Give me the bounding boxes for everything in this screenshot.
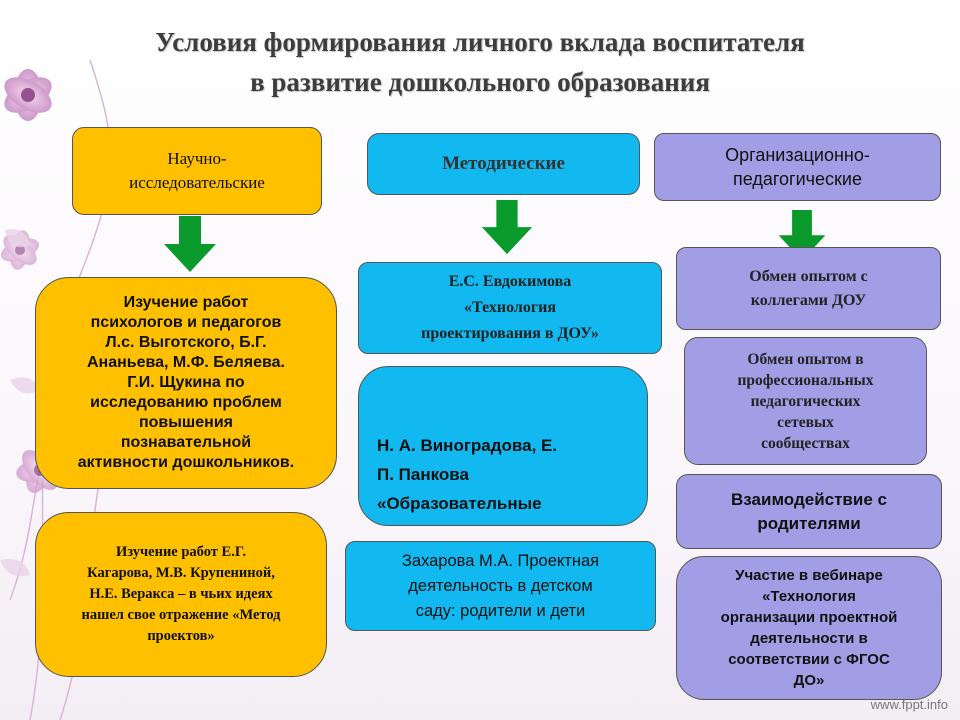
research-item-2: Изучение работ Е.Г. Кагарова, М.В. Крупе…	[35, 512, 327, 677]
organizational-item-2: Обмен опытом в профессиональных педагоги…	[684, 337, 927, 465]
watermark: www.fppt.info	[870, 697, 948, 712]
title-line-1: Условия формирования личного вклада восп…	[155, 27, 805, 57]
arrow-down-icon	[481, 200, 533, 255]
organizational-item-1: Обмен опытом с коллегами ДОУ	[676, 247, 941, 330]
arrow-down-icon	[778, 210, 826, 261]
header-organizational: Организационно- педагогические	[654, 133, 941, 201]
title-line-2: в развитие дошкольного образования	[250, 67, 710, 97]
organizational-item-3: Взаимодействие с родителями	[676, 474, 942, 549]
arrow-down-icon	[164, 216, 216, 272]
research-item-1: Изучение работ психологов и педагогов Л.…	[35, 277, 337, 489]
header-methodical: Методические	[367, 133, 640, 195]
header-research: Научно- исследовательские	[72, 127, 322, 215]
page-title: Условия формирования личного вклада восп…	[40, 22, 920, 102]
organizational-item-4: Участие в вебинаре «Технология организац…	[676, 556, 942, 700]
methodical-item-1: Е.С. Евдокимова «Технология проектирован…	[358, 262, 662, 354]
methodical-item-3: Захарова М.А. Проектная деятельность в д…	[345, 541, 656, 631]
methodical-item-2: Н. А. Виноградова, Е. П. Панкова «Образо…	[358, 366, 648, 526]
